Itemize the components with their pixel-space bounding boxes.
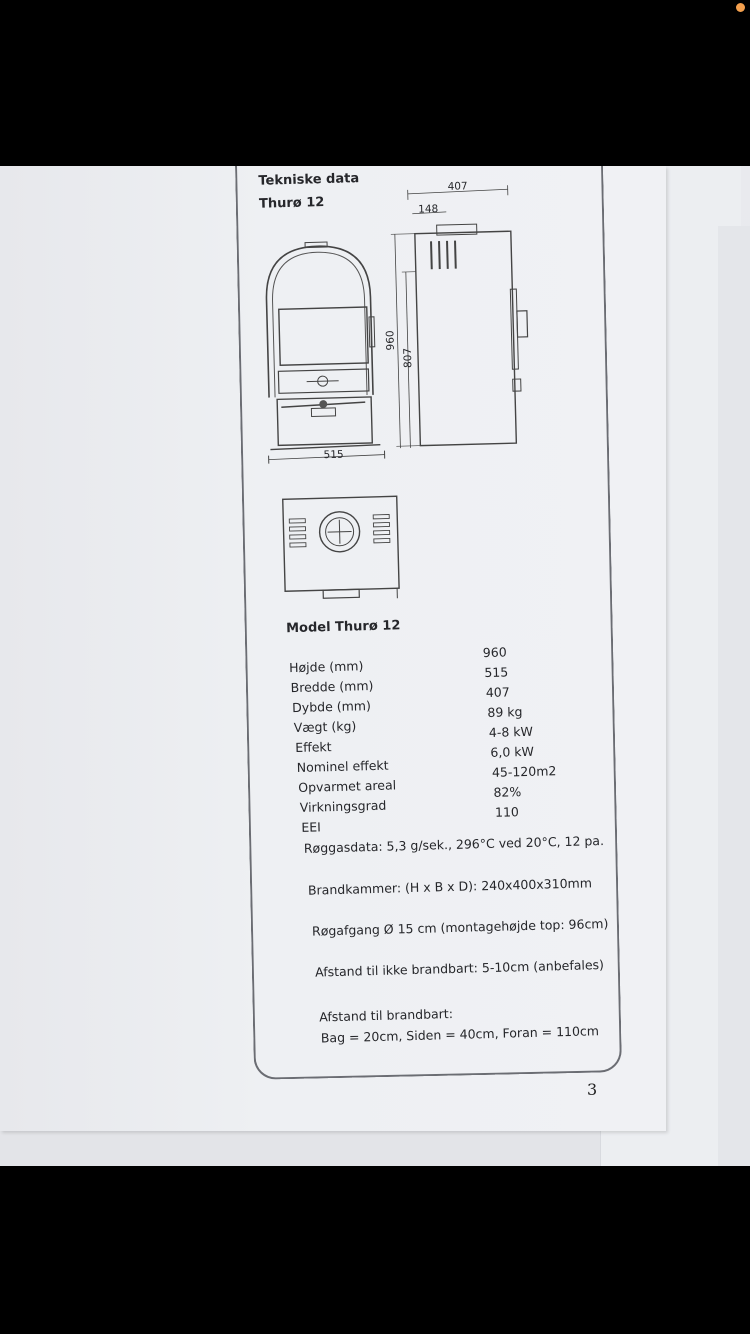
spec-value: 407 xyxy=(485,684,510,701)
notification-dot xyxy=(736,3,745,12)
spec-value: 6,0 kW xyxy=(490,743,535,760)
distance-non-flammable: Afstand til ikke brandbart: 5-10cm (anbe… xyxy=(314,957,605,980)
spec-label: Vægt (kg) xyxy=(293,718,357,736)
smoke-outlet: Røgafgang Ø 15 cm (montagehøjde top: 96c… xyxy=(311,915,609,939)
document-photo: Tekniske data Thurø 12 xyxy=(0,166,750,1166)
document-page: Tekniske data Thurø 12 xyxy=(0,166,666,1131)
dim-flue-offset: 148 xyxy=(418,203,439,216)
model-title: Thurø 12 xyxy=(258,195,325,212)
spec-label: Dybde (mm) xyxy=(291,698,372,716)
flue-gas-data: Røggasdata: 5,3 g/sek., 296°C ved 20°C, … xyxy=(303,832,605,856)
page-content: Tekniske data Thurø 12 xyxy=(0,166,691,1137)
page-title: Tekniske data xyxy=(258,171,360,189)
specs-heading: Model Thurø 12 xyxy=(285,618,401,637)
spec-label: Effekt xyxy=(295,739,332,756)
spec-label: Virkningsgrad xyxy=(299,797,387,815)
spec-value: 4-8 kW xyxy=(488,723,534,740)
spec-label: Bredde (mm) xyxy=(290,677,374,696)
dim-height: 960 xyxy=(384,330,397,351)
spec-value: 960 xyxy=(482,644,507,661)
dim-width: 515 xyxy=(323,448,344,462)
spec-value: 515 xyxy=(484,664,509,681)
stove-front-view xyxy=(265,241,386,464)
distance-flammable-label: Afstand til brandbart: xyxy=(319,1005,454,1025)
page-number: 3 xyxy=(587,1080,598,1099)
stove-side-view xyxy=(390,185,529,449)
spec-value: 110 xyxy=(494,804,520,820)
spec-value: 45-120m2 xyxy=(491,763,557,780)
spec-label: Højde (mm) xyxy=(288,658,364,676)
combustion-chamber: Brandkammer: (H x B x D): 240x400x310mm xyxy=(307,875,593,898)
spec-value: 82% xyxy=(493,784,522,800)
dim-depth: 407 xyxy=(447,180,468,193)
spec-label: EEI xyxy=(301,819,322,835)
spec-label: Nominel effekt xyxy=(296,757,389,775)
distance-flammable-values: Bag = 20cm, Siden = 40cm, Foran = 110cm xyxy=(320,1023,600,1046)
dim-flue-height: 807 xyxy=(401,347,415,369)
spec-label: Opvarmet areal xyxy=(298,777,397,795)
spec-value: 89 kg xyxy=(487,704,523,720)
stove-top-view xyxy=(282,495,400,599)
background-sheet-right xyxy=(718,226,750,1166)
